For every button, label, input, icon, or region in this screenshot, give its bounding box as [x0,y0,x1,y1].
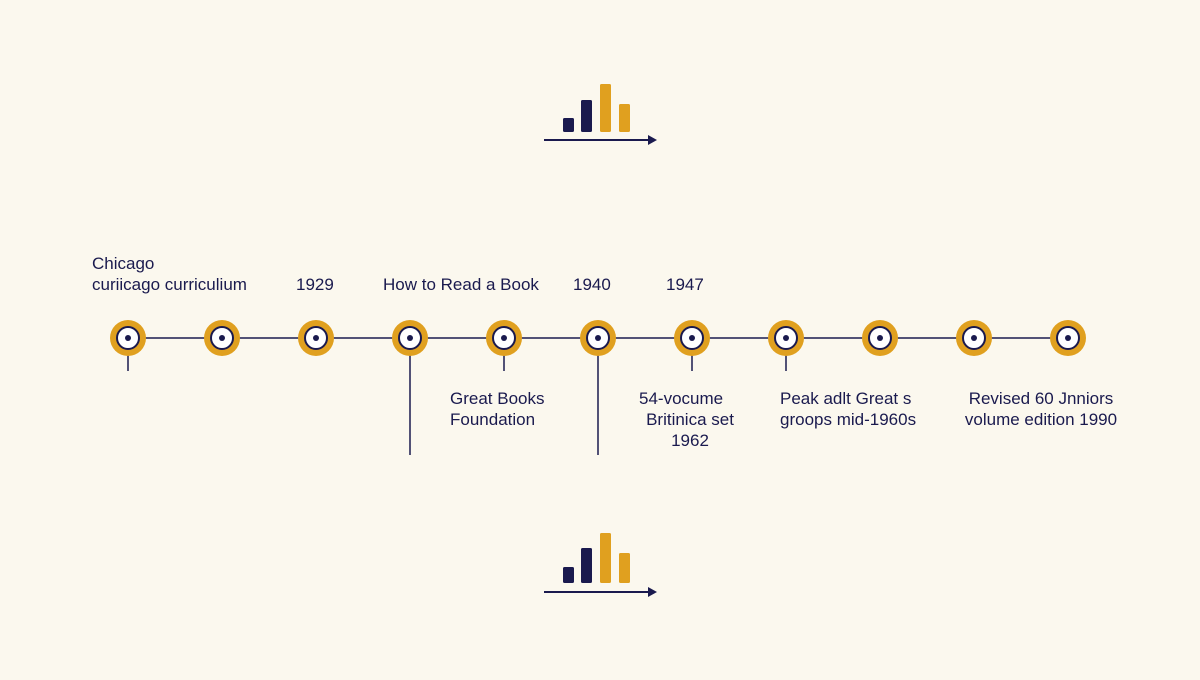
marker-dot [783,335,789,341]
icon-arrow-head [648,587,657,597]
icon-bar [600,84,611,132]
label-peak-groups: Peak adlt Great s groops mid-1960s [780,388,916,430]
marker-dot [407,335,413,341]
label-great-books-foundation: Great Books Foundation [450,388,545,430]
icon-arrow-head [648,135,657,145]
timeline-marker [580,320,616,356]
icon-bar [619,104,630,132]
label-year-1940: 1940 [573,275,611,294]
marker-dot [501,335,507,341]
icon-bar [581,100,592,132]
marker-dot [971,335,977,341]
marker-dot [313,335,319,341]
marker-dot [877,335,883,341]
marker-dot [1065,335,1071,341]
timeline-marker [486,320,522,356]
timeline-marker [392,320,428,356]
label-line: Peak adlt Great s [780,389,912,408]
icon-bar [581,548,592,583]
label-how-to-read-a-book: How to Read a Book [383,275,539,294]
timeline-marker [1050,320,1086,356]
label-line: Great Books [450,389,545,408]
marker-dot [219,335,225,341]
timeline-marker [298,320,334,356]
label-britannica-set: 54-vocume Britinica set 1962 [630,388,750,451]
label-line: curiicago curriculium [92,275,247,294]
label-line: Foundation [450,410,536,429]
timeline-marker [674,320,710,356]
label-line: Chicago [92,254,155,273]
label-line: groops mid-1960s [780,410,917,429]
timeline-marker [204,320,240,356]
label-line: Britinica set [646,410,734,429]
timeline-marker [956,320,992,356]
marker-dot [689,335,695,341]
icon-bar [600,533,611,583]
bar-chart-arrow-icon [544,533,657,597]
label-line: 1962 [671,431,709,450]
icon-bar [563,118,574,132]
bar-chart-arrow-icon [544,84,657,145]
timeline-marker [862,320,898,356]
label-line: volume edition 1990 [964,410,1118,429]
label-year-1929: 1929 [296,275,334,294]
marker-dot [125,335,131,341]
timeline-marker [768,320,804,356]
icon-bar [563,567,574,583]
label-chicago-curriculum: Chicago curiicago curriculium [92,253,247,295]
label-line: 54-vocume [639,389,724,408]
icon-bar [619,553,630,583]
label-line: Revised 60 Jnniors [968,389,1114,408]
marker-dot [595,335,601,341]
label-year-1947: 1947 [666,275,704,294]
timeline-marker [110,320,146,356]
label-revised-edition: Revised 60 Jnniors volume edition 1990 [956,388,1126,430]
